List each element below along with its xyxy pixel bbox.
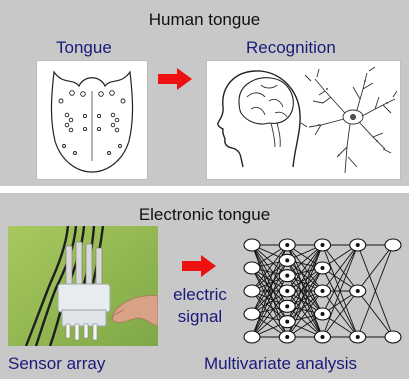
network-node	[385, 239, 401, 251]
network-node-center	[356, 335, 360, 339]
network-node-center	[285, 274, 289, 278]
network-node-center	[321, 243, 325, 247]
human-tongue-title: Human tongue	[0, 10, 409, 30]
network-connection	[323, 245, 358, 314]
network-node-center	[321, 312, 325, 316]
network-node	[244, 285, 260, 297]
head-brain-illustration	[207, 61, 400, 179]
network-node-center	[285, 243, 289, 247]
network-node-center	[321, 289, 325, 293]
brain-neuron-drawing	[206, 60, 401, 180]
sensor-array-illustration	[8, 226, 158, 346]
network-node-center	[285, 289, 289, 293]
network-connection	[358, 291, 393, 337]
arrow-right-icon	[182, 255, 216, 277]
recognition-label: Recognition	[246, 38, 336, 58]
network-node-center	[285, 304, 289, 308]
network-node-center	[285, 258, 289, 262]
network-connection	[358, 245, 393, 291]
tongue-label: Tongue	[56, 38, 112, 58]
human-tongue-panel: Human tongue Tongue Recognition	[0, 0, 409, 186]
sensor-array-label: Sensor array	[8, 354, 105, 374]
network-node-center	[321, 335, 325, 339]
multivariate-analysis-label: Multivariate analysis	[204, 354, 357, 374]
network-node-center	[321, 266, 325, 270]
network-node	[244, 239, 260, 251]
tongue-drawing	[36, 60, 148, 180]
arrow-right-icon	[158, 68, 192, 90]
electronic-tongue-panel: Electronic tongue	[0, 193, 409, 379]
network-node	[385, 331, 401, 343]
electric-label: electric	[162, 285, 238, 305]
network-node-center	[356, 289, 360, 293]
signal-label: signal	[162, 307, 238, 327]
network-node	[244, 262, 260, 274]
electronic-tongue-title: Electronic tongue	[0, 205, 409, 225]
tongue-illustration	[37, 61, 147, 179]
network-node	[244, 331, 260, 343]
neural-network-diagram	[240, 235, 405, 347]
network-node-center	[285, 320, 289, 324]
network-node-center	[356, 243, 360, 247]
network-node-center	[285, 335, 289, 339]
sensor-array-photo	[8, 226, 158, 346]
network-node	[244, 308, 260, 320]
